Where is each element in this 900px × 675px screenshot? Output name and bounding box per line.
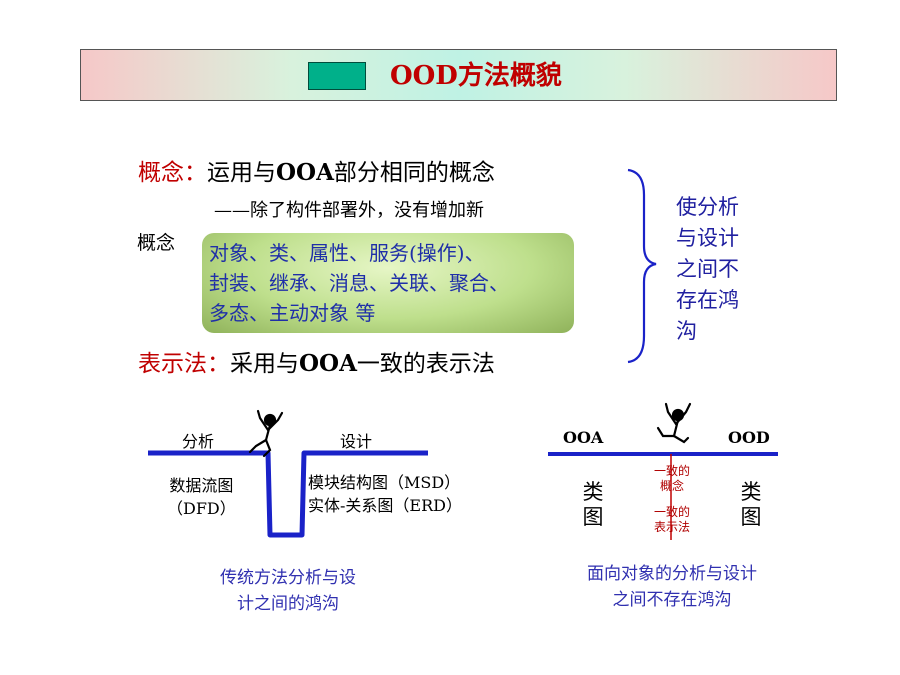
analysis-label: 分析 bbox=[182, 432, 215, 451]
stick-figure-icon bbox=[656, 402, 692, 444]
left-caption: 传统方法分析与设 计之间的鸿沟 bbox=[188, 565, 388, 617]
brace-note-line: 存在鸿 bbox=[676, 288, 739, 312]
concept-note: ——除了构件部署外，没有增加新 bbox=[214, 200, 484, 221]
class-char: 类 bbox=[582, 480, 604, 504]
consistent-concept-label: 一致的 概念 bbox=[642, 464, 702, 494]
brace-note-line: 使分析 bbox=[676, 195, 739, 219]
consistent-notation-label: 一致的 表示法 bbox=[642, 505, 702, 535]
concept-line: 概念：运用与OOA部分相同的概念 bbox=[138, 153, 495, 187]
ooa-label: OOA bbox=[563, 428, 604, 447]
title-square-icon bbox=[308, 62, 366, 90]
concept-box bbox=[202, 233, 574, 333]
notation-line-text-pre: 采用与 bbox=[230, 351, 299, 377]
consistent-notation-line: 表示法 bbox=[653, 520, 690, 534]
brace-note-line: 之间不 bbox=[676, 257, 739, 281]
concept-box-line: 多态、主动对象 等 bbox=[209, 301, 376, 325]
design-label: 设计 bbox=[340, 432, 373, 451]
left-caption-line: 传统方法分析与设 bbox=[220, 568, 356, 588]
brace-note-line: 沟 bbox=[676, 319, 697, 343]
analysis-item: 数据流图 bbox=[169, 476, 234, 495]
concept-box-text: 对象、类、属性、服务(操作)、 封装、继承、消息、关联、聚合、 多态、主动对象 … bbox=[209, 238, 509, 328]
consistent-notation-line: 一致的 bbox=[653, 505, 690, 519]
concept-box-line: 对象、类、属性、服务(操作)、 bbox=[209, 241, 485, 265]
notation-line: 表示法：采用与OOA一致的表示法 bbox=[138, 344, 495, 378]
ood-label: OOD bbox=[728, 428, 770, 447]
right-brace-icon bbox=[627, 168, 657, 364]
consistent-concept-line: 一致的 bbox=[653, 464, 690, 478]
notation-line-text-bold: OOA bbox=[299, 350, 357, 377]
left-caption-line: 计之间的鸿沟 bbox=[237, 594, 339, 614]
right-caption-line: 面向对象的分析与设计 bbox=[587, 564, 757, 584]
design-item: 模块结构图（MSD） bbox=[308, 473, 461, 492]
concept-line-text-pre: 运用与 bbox=[207, 160, 276, 186]
notation-line-label: 表示法： bbox=[138, 351, 230, 377]
title-bar bbox=[80, 49, 837, 101]
class-char: 类 bbox=[740, 480, 762, 504]
consistent-concept-line: 概念 bbox=[659, 479, 684, 493]
left-class-diagram-label: 类 图 bbox=[580, 480, 606, 530]
analysis-items: 数据流图 （DFD） bbox=[167, 474, 236, 520]
notation-line-text-post: 一致的表示法 bbox=[356, 351, 495, 377]
analysis-item: （DFD） bbox=[167, 499, 236, 518]
page-title: OOD方法概貌 bbox=[390, 61, 562, 91]
right-caption: 面向对象的分析与设计 之间不存在鸿沟 bbox=[552, 561, 792, 613]
concept-line-text-bold: OOA bbox=[276, 159, 334, 186]
class-char: 图 bbox=[740, 505, 762, 529]
design-items: 模块结构图（MSD） 实体-关系图（ERD） bbox=[308, 471, 462, 517]
class-char: 图 bbox=[582, 505, 604, 529]
right-caption-line: 之间不存在鸿沟 bbox=[612, 590, 732, 610]
concept-line-text-post: 部分相同的概念 bbox=[333, 160, 495, 186]
right-class-diagram-label: 类 图 bbox=[738, 480, 764, 530]
design-item: 实体-关系图（ERD） bbox=[308, 496, 462, 515]
concept-label: 概念 bbox=[137, 232, 176, 254]
brace-note: 使分析 与设计 之间不 存在鸿 沟 bbox=[676, 192, 760, 347]
gap-line bbox=[148, 450, 428, 538]
concept-line-label: 概念： bbox=[138, 160, 207, 186]
brace-note-line: 与设计 bbox=[676, 226, 739, 250]
stick-figure-icon bbox=[248, 409, 284, 458]
concept-box-line: 封装、继承、消息、关联、聚合、 bbox=[209, 271, 509, 295]
